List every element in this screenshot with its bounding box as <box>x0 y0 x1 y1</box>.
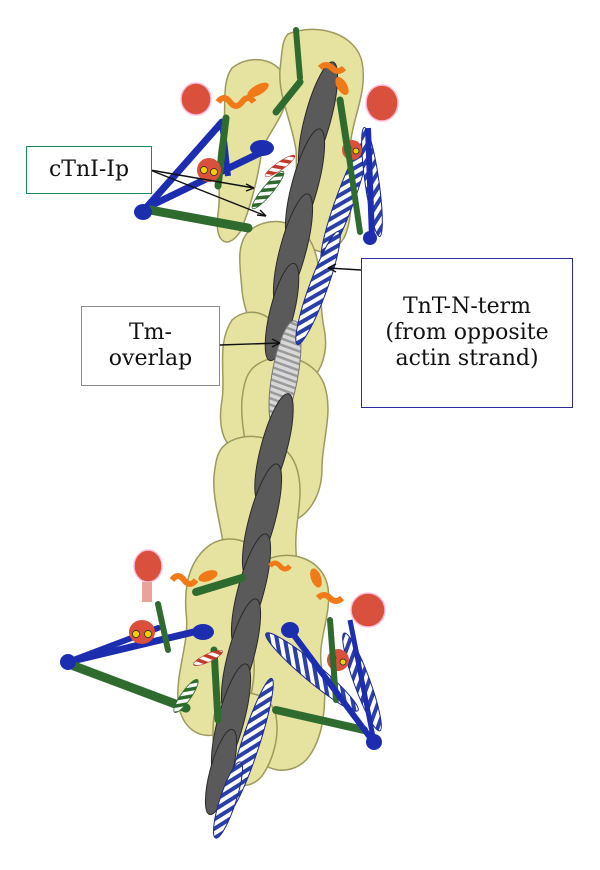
blue-head <box>366 734 382 750</box>
orange-segment <box>268 560 292 572</box>
tni-rod <box>347 619 377 743</box>
calcium-ion <box>352 147 360 155</box>
tnt-label-line1: TnT-N-term <box>402 294 532 320</box>
blue-head <box>192 624 214 640</box>
callout-arrows <box>149 169 362 348</box>
tni-green-rod <box>69 661 191 713</box>
tnt-label-line3: actin strand) <box>395 345 539 371</box>
arrow-tm-overlap-head <box>271 338 281 348</box>
red-striped-segment <box>264 154 296 178</box>
calcium-ion <box>200 166 208 174</box>
orange-segment <box>315 592 345 604</box>
calcium-ion <box>144 630 152 638</box>
orange-segment <box>169 573 199 587</box>
tnc-lobe <box>365 84 399 122</box>
tni-rod <box>365 127 375 239</box>
tm-overlap-label-line1: Tm- <box>129 320 172 346</box>
tni-rod <box>142 118 226 212</box>
tni-green-rod <box>293 27 303 81</box>
troponin-complex-upper <box>134 27 399 245</box>
tnc-lobe <box>129 620 155 644</box>
arrow-ctni-to-filament <box>149 169 267 217</box>
tropomyosin-strand <box>204 61 339 816</box>
orange-segment <box>335 76 349 96</box>
calcium-ion <box>210 168 218 176</box>
tnt-n-term-label-box: TnT-N-term (from opposite actin strand) <box>361 258 573 408</box>
tni-green-rod <box>272 706 368 734</box>
arrow-ctni-to-filament-head <box>256 209 267 217</box>
tni-green-rod <box>272 78 304 116</box>
tni-green-rod <box>210 646 222 724</box>
tni-green-rod <box>345 147 363 235</box>
tnc-lobe <box>133 549 163 583</box>
tnt-segment <box>295 231 341 345</box>
orange-segment <box>247 82 269 98</box>
tni-green-rod <box>192 574 246 596</box>
arrow-tnt-head <box>327 263 337 273</box>
tni-ip-region <box>173 678 199 714</box>
tni-rod <box>287 628 375 742</box>
tni-green-rod <box>155 601 171 653</box>
blue-head <box>60 654 76 670</box>
arrow-ctni-to-filament-2 <box>149 169 255 189</box>
blue-head <box>250 140 274 156</box>
tnc-lobe <box>350 592 386 628</box>
tm-segment <box>264 262 300 362</box>
orange-segment <box>215 95 257 109</box>
ctni-ip-label: cTnI-Ip <box>48 157 130 183</box>
calcium-ion <box>339 658 347 666</box>
orange-segment <box>198 570 218 582</box>
red-striped-segment <box>193 650 223 666</box>
orange-segment <box>310 568 322 588</box>
ctni-ip-label-box: cTnI-Ip <box>26 146 152 194</box>
tm-overlap-label-box: Tm- overlap <box>81 306 220 386</box>
arrow-tnt <box>327 267 362 271</box>
tm-overlap-label-line2: overlap <box>108 346 193 371</box>
orange-segment <box>317 62 347 74</box>
arrow-ctni-head-2 <box>245 183 255 192</box>
tnc-lobe <box>197 158 221 182</box>
blue-head <box>363 231 377 245</box>
tnt-segment <box>212 761 244 839</box>
tni-ip-region <box>251 170 285 210</box>
tnt-label-line2: (from opposite <box>385 320 549 346</box>
blue-head <box>134 204 152 220</box>
tni-green-rod <box>145 205 253 233</box>
tnc-linker <box>142 582 152 602</box>
troponin-complex-lower <box>60 549 386 750</box>
tnc-lobe <box>180 82 212 116</box>
tni-green-rod <box>336 96 352 156</box>
calcium-ion <box>132 630 140 638</box>
arrow-tm-overlap <box>219 342 281 346</box>
blue-head <box>281 622 299 638</box>
